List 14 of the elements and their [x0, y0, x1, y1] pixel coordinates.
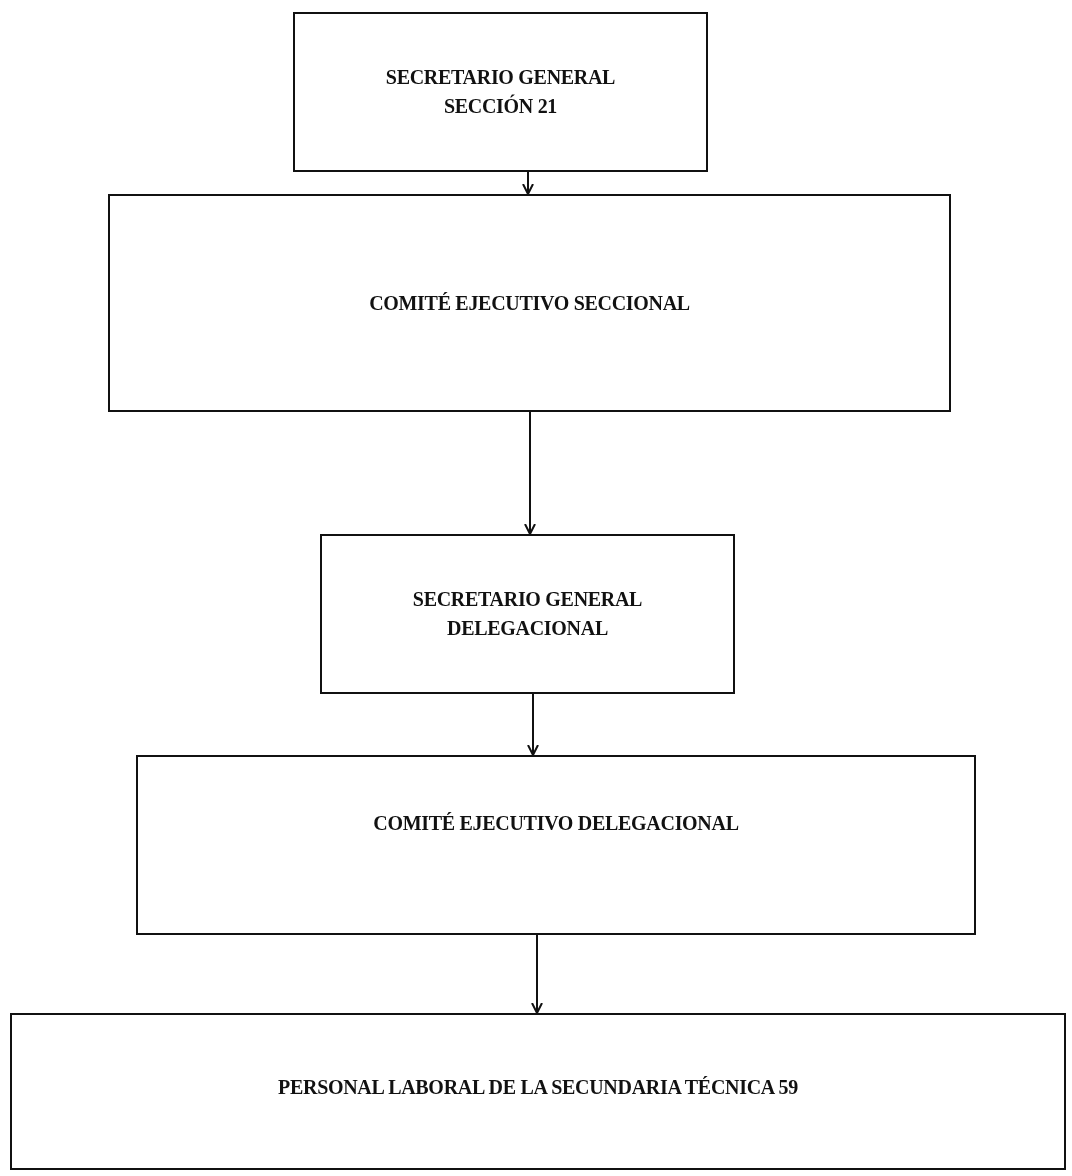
box-label: COMITÉ EJECUTIVO DELEGACIONAL	[373, 811, 739, 836]
arrow	[524, 411, 536, 535]
org-box	[136, 755, 976, 935]
arrow	[531, 934, 543, 1014]
org-box	[108, 194, 951, 412]
box-label: SECRETARIO GENERAL DELEGACIONAL	[411, 587, 644, 641]
box-label: COMITÉ EJECUTIVO SECCIONAL	[369, 290, 690, 316]
box-label: PERSONAL LABORAL DE LA SECUNDARIA TÉCNICA 59	[278, 1075, 798, 1100]
arrow	[522, 171, 534, 195]
org-box	[320, 534, 735, 694]
arrow	[527, 693, 539, 756]
org-box	[293, 12, 708, 172]
org-box	[10, 1013, 1066, 1170]
box-label: SECRETARIO GENERAL SECCIÓN 21	[384, 65, 617, 119]
